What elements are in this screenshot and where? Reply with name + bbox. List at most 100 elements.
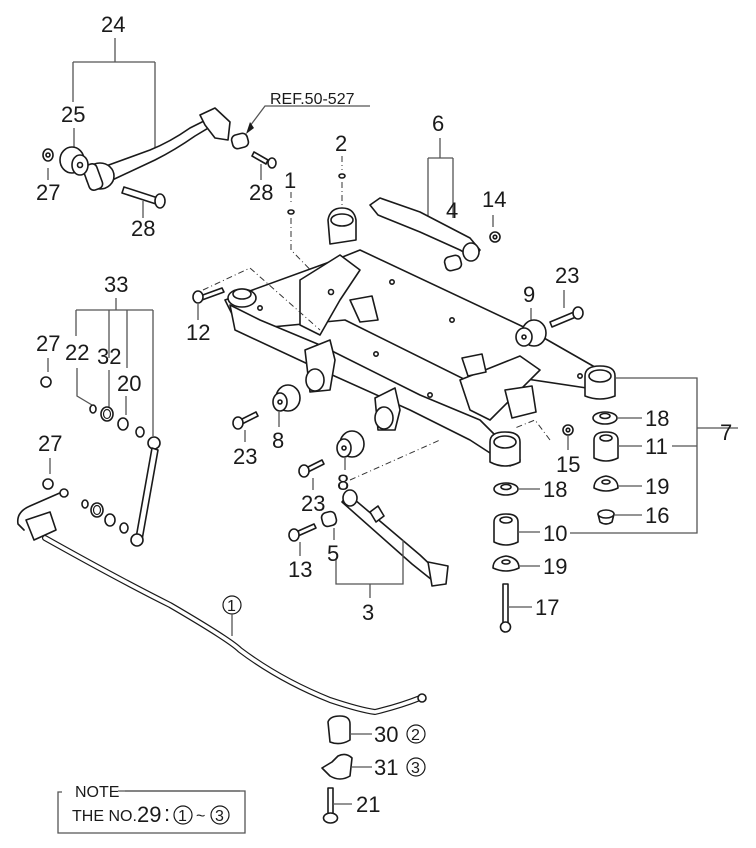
rail-hole <box>256 304 263 311</box>
note-box: NOTE THE NO. 29 : 1 ~ 3 <box>57 784 246 834</box>
callout-7: 7 <box>720 420 732 445</box>
washer-18-left-hole <box>500 483 512 491</box>
bushing-11-top <box>599 434 613 442</box>
mount-kit-7: 7 18 11 19 16 18 10 19 <box>492 377 738 633</box>
bolt-23-right-shank <box>549 311 577 328</box>
trailing-arm-group: 6 4 14 <box>369 111 506 272</box>
dash-plug-1 <box>290 192 331 320</box>
callout-19-left: 19 <box>543 554 567 579</box>
callout-circled-3 <box>406 757 426 777</box>
callout-1: 1 <box>284 168 296 193</box>
rail-hole <box>388 278 395 285</box>
ref-bushing <box>230 132 250 150</box>
mount-right-front-hole <box>493 435 517 449</box>
bolt-28-head <box>154 193 166 209</box>
bushing-25-hole <box>76 161 84 169</box>
bushing-9-hole <box>521 334 527 340</box>
bolt-23-left-head <box>232 416 244 430</box>
note-heading: NOTE <box>75 784 119 801</box>
leader-33 <box>75 298 154 436</box>
callout-28-left: 28 <box>131 216 155 241</box>
callout-20: 20 <box>117 371 141 396</box>
reference-arrow-icon <box>246 122 254 134</box>
bracket-31 <box>321 753 353 780</box>
callout-circled-1-text: 1 <box>227 598 236 615</box>
plug-1 <box>287 209 295 215</box>
callout-31: 31 <box>374 755 398 780</box>
stab-bar-left-bracket <box>25 511 57 541</box>
nut-27-mid <box>40 376 52 388</box>
bushing-5 <box>320 510 338 528</box>
note-to: 3 <box>215 808 224 825</box>
dash-bolt-12 <box>202 267 321 331</box>
nut-27-bottom <box>42 478 54 490</box>
rail-hole <box>372 350 379 357</box>
bolt-12-head <box>192 290 204 304</box>
upper-arm-assembly: 24 25 27 28 REF.50-527 28 <box>36 12 370 241</box>
bolt-23-mid-head <box>298 464 310 478</box>
stab-mount-group: 30 2 31 3 21 <box>321 715 426 824</box>
callout-22: 22 <box>65 340 89 365</box>
callout-28-right: 28 <box>249 180 273 205</box>
bushing-8-left-hole <box>277 399 283 405</box>
link-rod <box>135 447 159 541</box>
oring-20-top <box>117 417 129 431</box>
callout-5: 5 <box>327 541 339 566</box>
plugs: 1 2 <box>284 131 347 320</box>
reference-leader <box>249 105 370 127</box>
bolt-21-shank <box>327 787 334 817</box>
bushing-10-top <box>499 516 513 524</box>
callout-27-mid: 27 <box>36 331 60 356</box>
bracket-rear-right <box>504 385 537 419</box>
washer-19-left-hole <box>501 559 511 565</box>
callout-6: 6 <box>432 111 444 136</box>
callout-8-left: 8 <box>272 428 284 453</box>
callout-23-right: 23 <box>555 263 579 288</box>
note-heading-bg <box>62 784 124 798</box>
callout-32: 32 <box>97 344 121 369</box>
note-tilde: ~ <box>196 808 205 825</box>
tower-top-hole <box>330 213 354 227</box>
callout-4: 4 <box>446 198 458 223</box>
dash-arm-3 <box>349 439 441 481</box>
stabilizer-link-group: 33 22 32 20 27 27 <box>36 272 161 547</box>
oring-22-top <box>89 404 97 414</box>
bracket-front-left-hole <box>305 368 325 392</box>
callout-27-bottom: 27 <box>38 431 62 456</box>
leader-7 <box>570 377 738 534</box>
stab-bar-right-eye <box>417 693 427 703</box>
link-top-end <box>147 436 161 450</box>
nut-14-hole <box>492 234 498 240</box>
lateral-arm-clevis <box>427 561 449 587</box>
mount-right-rear-hole <box>588 369 612 383</box>
upper-arm-bracket <box>199 107 231 141</box>
washer-19-right-hole <box>601 479 611 485</box>
trailing-arm-eye <box>462 242 480 262</box>
callout-11: 11 <box>645 434 668 459</box>
callout-16: 16 <box>645 503 669 528</box>
callout-circled-3-text: 3 <box>411 760 420 777</box>
bracket-rear-mid <box>461 353 487 377</box>
ballstud-bottom <box>119 522 129 534</box>
bolt-28-shank <box>121 186 159 205</box>
callout-18-right: 18 <box>645 406 669 431</box>
callout-18-left: 18 <box>543 477 567 502</box>
ballstud-top <box>135 426 145 438</box>
lateral-arm-group: 5 3 13 <box>288 489 449 625</box>
bolt-12-group: 12 <box>186 287 225 345</box>
note-circled-from <box>173 805 193 825</box>
note-circled-to <box>210 805 230 825</box>
note-prefix: THE NO. <box>72 808 137 825</box>
bolt-23-right-head <box>572 306 584 320</box>
bolt-21-head <box>322 812 339 824</box>
callout-27-top: 27 <box>36 180 60 205</box>
rail-hole <box>327 288 335 296</box>
callout-21: 21 <box>356 792 380 817</box>
lateral-arm-rod <box>341 493 439 581</box>
callout-3: 3 <box>362 600 374 625</box>
bolt-28-right-head <box>267 157 277 169</box>
bolt-17-shank <box>502 583 509 625</box>
link-bottom-end <box>130 533 144 547</box>
plug-2 <box>338 173 346 179</box>
callout-12: 12 <box>186 320 210 345</box>
